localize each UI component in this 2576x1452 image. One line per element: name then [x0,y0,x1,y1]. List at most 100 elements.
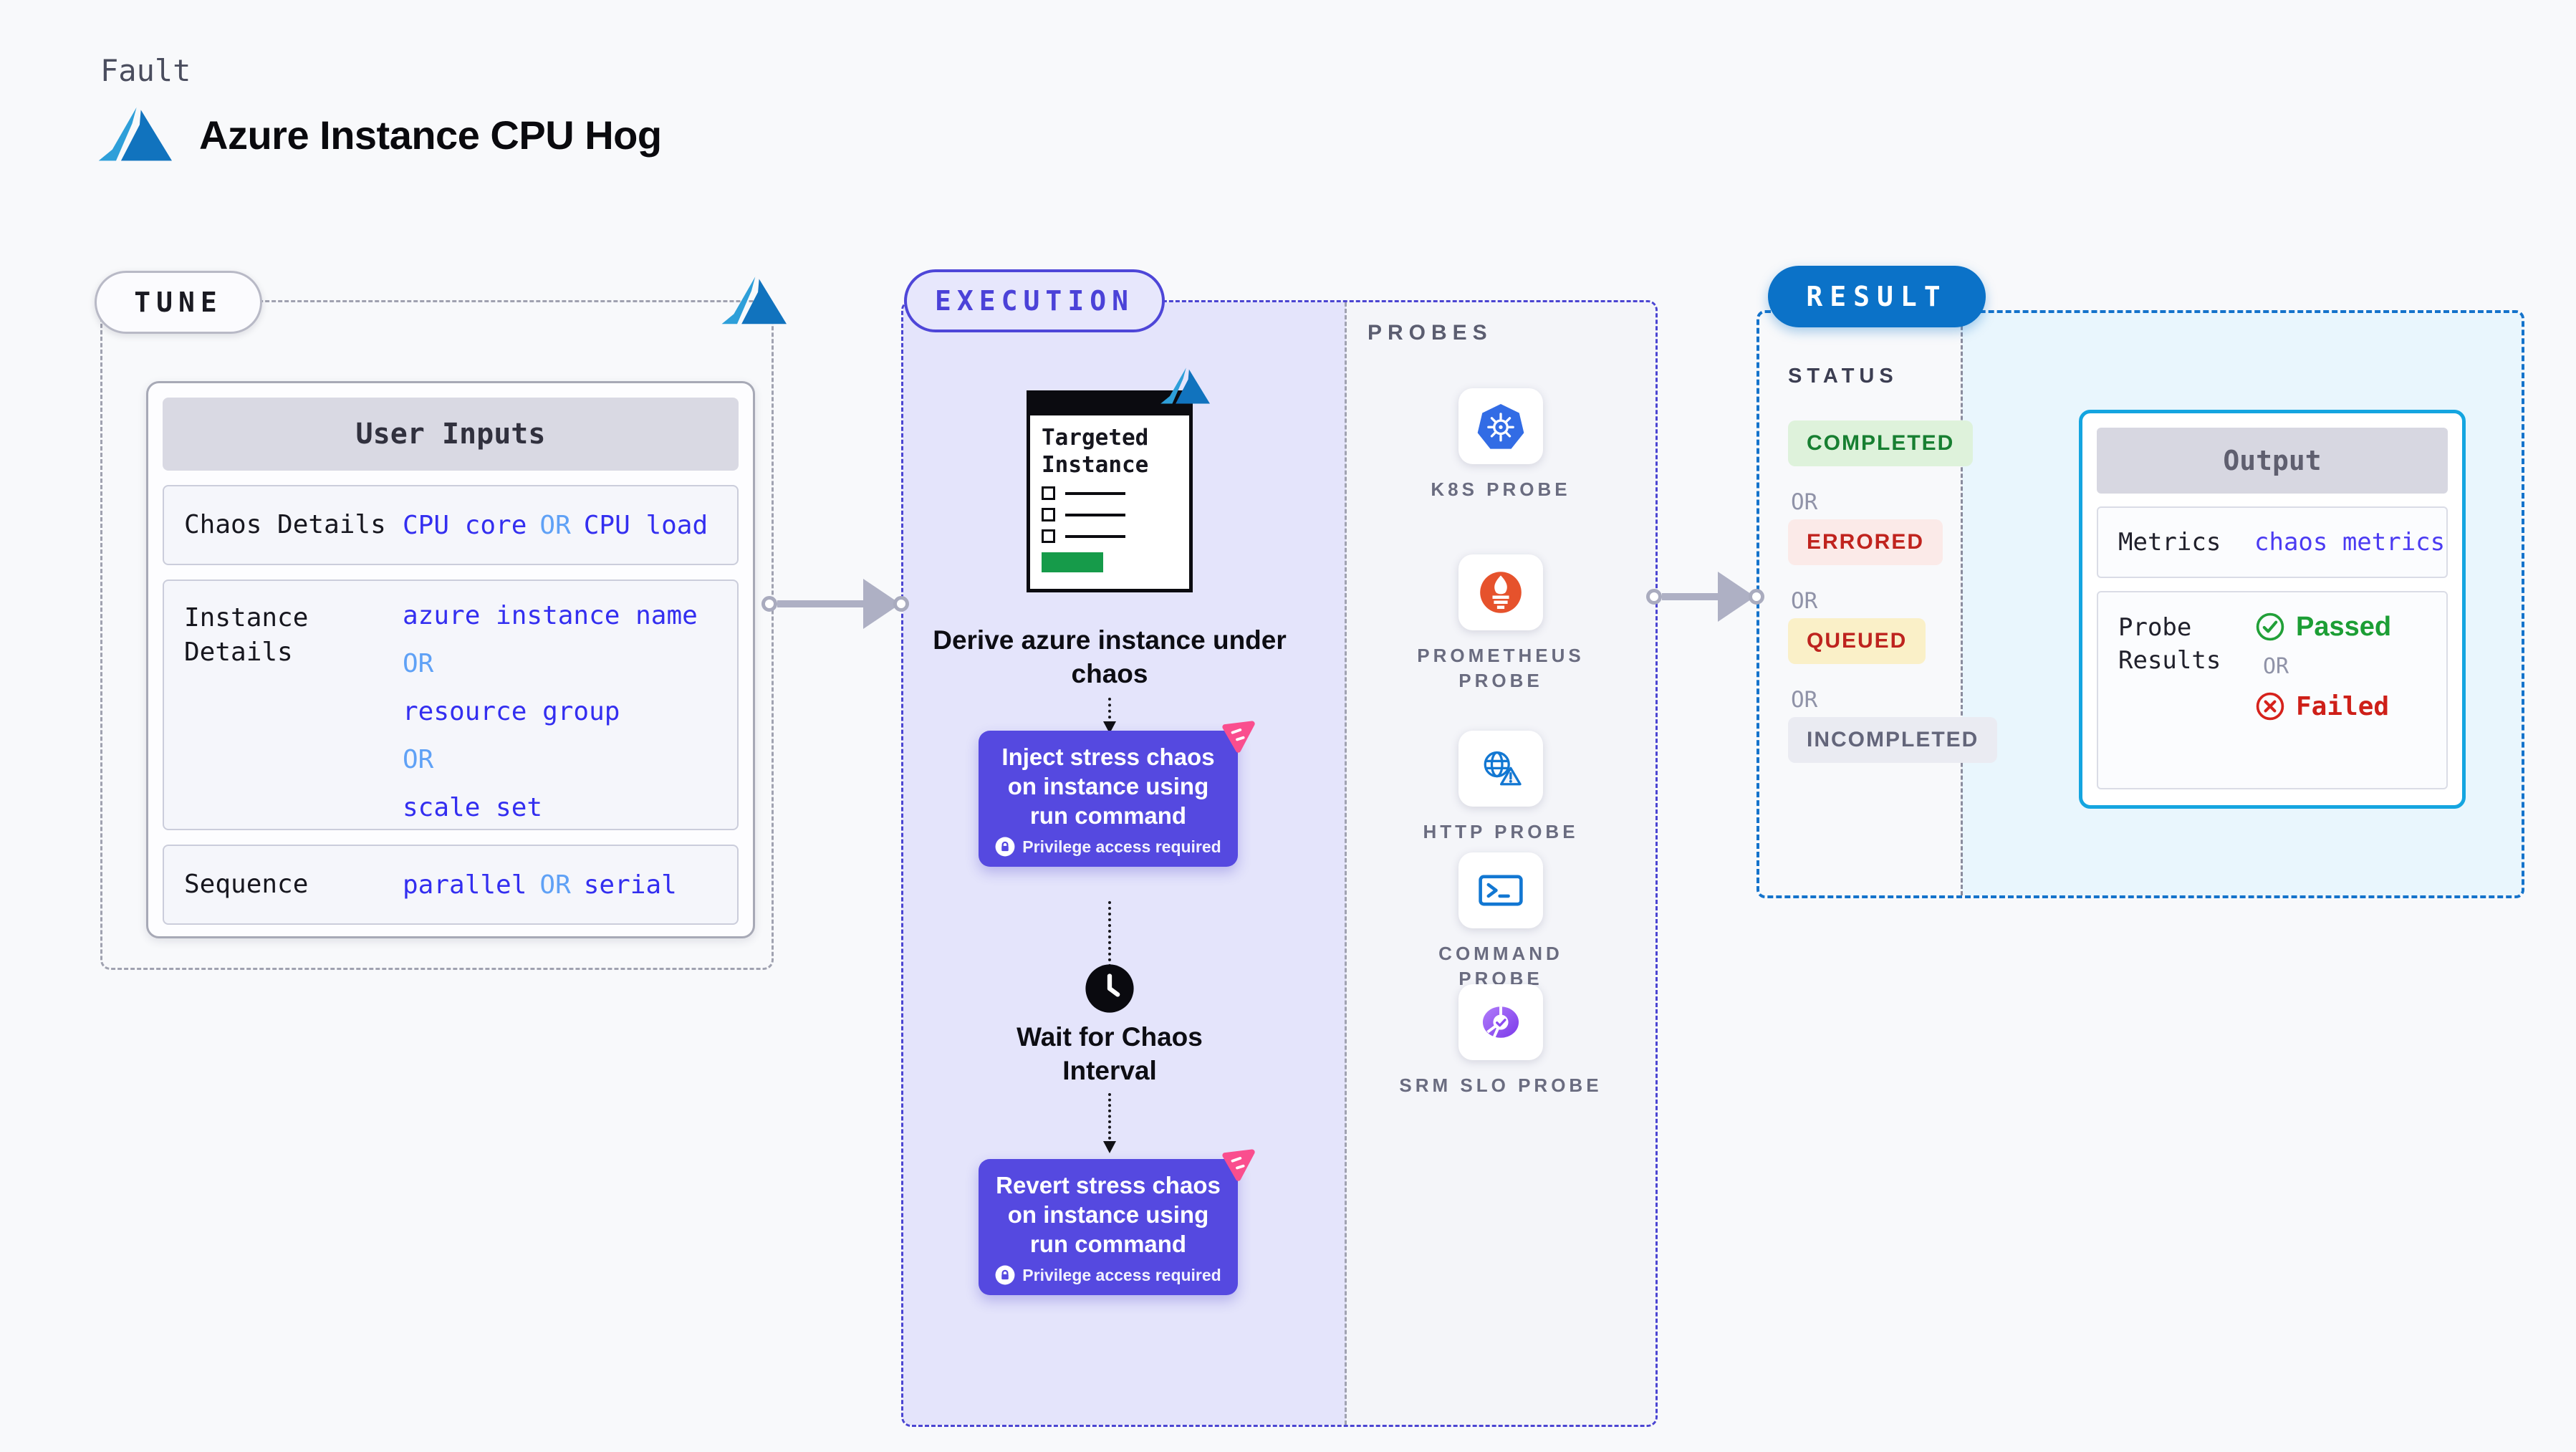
connector-ring [1646,589,1662,605]
or-separator: OR [539,510,571,540]
output-card: Output Metrics chaos metrics Probe Resul… [2079,410,2466,809]
probe-card-srm-slo [1458,984,1543,1060]
row-label: Instance Details [184,601,403,670]
or-separator: OR [1791,588,1818,614]
revert-step-label: Revert stress chaos on instance using ru… [996,1172,1221,1257]
row-label-line: Probe [2118,613,2192,642]
window-title-line: Instance [1042,452,1149,478]
or-separator: OR [2263,654,2289,679]
privilege-note: Privilege access required [979,837,1238,857]
title-row: Azure Instance CPU Hog [97,105,662,165]
value-option: CPU load [583,510,708,540]
progress-bar [1042,552,1103,572]
tune-pill-label: TUNE [134,287,223,318]
result-divider [1961,313,1963,895]
user-inputs-header: User Inputs [163,398,739,471]
connector-down-arrow [1103,698,1116,734]
http-globe-warning-icon [1484,751,1522,786]
value-option: azure instance name [403,601,698,630]
chaos-spark-icon [1222,1149,1255,1181]
azure-logo-icon [98,107,172,161]
probes-left-divider [1345,302,1347,1425]
window-titlebar [1030,394,1189,415]
value-option: resource group [403,697,620,726]
row-label-line: Details [184,638,293,667]
arrow-right-icon [1662,593,1719,600]
metrics-value: chaos metrics [2254,528,2446,557]
or-separator: OR [1791,687,1818,713]
checkbox-row [1042,486,1179,500]
checkbox-icon [1042,508,1055,521]
probe-card-http [1458,731,1543,807]
probes-section-label: PROBES [1368,321,1493,345]
execution-section-box: Targeted Instance Derive azure instance … [901,300,1658,1427]
connector-down-arrow [1103,1093,1116,1153]
srm-slo-donut-icon [1482,1006,1519,1038]
fault-kicker: Fault [100,53,191,88]
status-badge-completed: COMPLETED [1788,420,1974,466]
execution-pill: EXECUTION [904,269,1165,332]
row-label-line: Instance [184,603,309,633]
result-pill: RESULT [1768,266,1986,327]
connector-ring [893,596,909,612]
prometheus-icon [1480,572,1522,613]
output-header: Output [2097,428,2448,494]
arrow-right-icon [777,600,865,607]
probe-label: K8S PROBE [1431,479,1571,500]
row-label: Chaos Details [184,510,386,539]
metrics-row: Metrics chaos metrics [2097,506,2448,578]
row-values: parallel OR serial [403,870,677,900]
checkbox-row [1042,508,1179,521]
azure-logo-icon [721,277,787,324]
passed-label: Passed [2296,611,2392,642]
inject-step-label: Inject stress chaos on instance using ru… [1001,744,1215,829]
row-values: CPU core OR CPU load [403,511,708,540]
probe-label: SRM SLO PROBE [1399,1074,1602,1096]
failed-label: Failed [2296,691,2390,721]
lock-icon [995,1265,1015,1285]
tune-section-box [100,300,774,970]
terminal-icon [1479,875,1523,906]
chaos-spark-icon [1222,721,1255,753]
wait-step-line: Wait for Chaos [1017,1022,1203,1052]
value-option: parallel [403,870,527,900]
list-line [1065,491,1125,495]
passed-row: Passed [2254,611,2391,643]
checkbox-icon [1042,486,1055,500]
derive-step-label: Derive azure instance under chaos [933,625,1287,688]
value-option: CPU core [403,510,527,540]
or-separator: OR [1791,489,1818,515]
status-badge-errored: ERRORED [1788,519,1943,565]
inject-chaos-step: Inject stress chaos on instance using ru… [979,731,1238,867]
or-separator: OR [403,745,434,774]
targeted-instance-window: Targeted Instance [1027,390,1193,592]
x-circle-icon [2256,692,2284,721]
page-title: Azure Instance CPU Hog [199,112,662,158]
instance-details-row: Instance Details azure instance name OR … [163,580,739,830]
probe-results-values: Passed OR Failed [2254,611,2391,788]
value-option: scale set [403,793,543,822]
connector-ring [1749,589,1764,605]
execution-pill-label: EXECUTION [935,285,1134,317]
wait-step-label: Wait for Chaos Interval [903,1020,1316,1087]
result-section-box: STATUS COMPLETED OR ERRORED OR QUEUED OR… [1756,310,2524,898]
result-pill-label: RESULT [1806,281,1948,312]
value-option: serial [583,870,677,900]
probe-card-k8s [1458,388,1543,464]
check-circle-icon [2256,612,2284,641]
wait-step-line: Interval [1062,1056,1157,1085]
row-label: Metrics [2118,528,2221,557]
probe-card-command [1458,852,1543,928]
checkbox-icon [1042,529,1055,543]
chaos-details-row: Chaos Details CPU core OR CPU load [163,485,739,565]
status-badge-incompleted: INCOMPLETED [1788,717,1998,763]
connector-ring [761,596,777,612]
or-separator: OR [539,870,571,900]
probe-results-row: Probe Results Passed OR [2097,591,2448,789]
probe-label: PROMETHEUS PROBE [1417,645,1585,691]
row-values: azure instance name OR resource group OR… [403,601,698,822]
list-line [1065,513,1125,516]
tune-pill: TUNE [95,271,262,334]
lock-icon [995,837,1015,857]
